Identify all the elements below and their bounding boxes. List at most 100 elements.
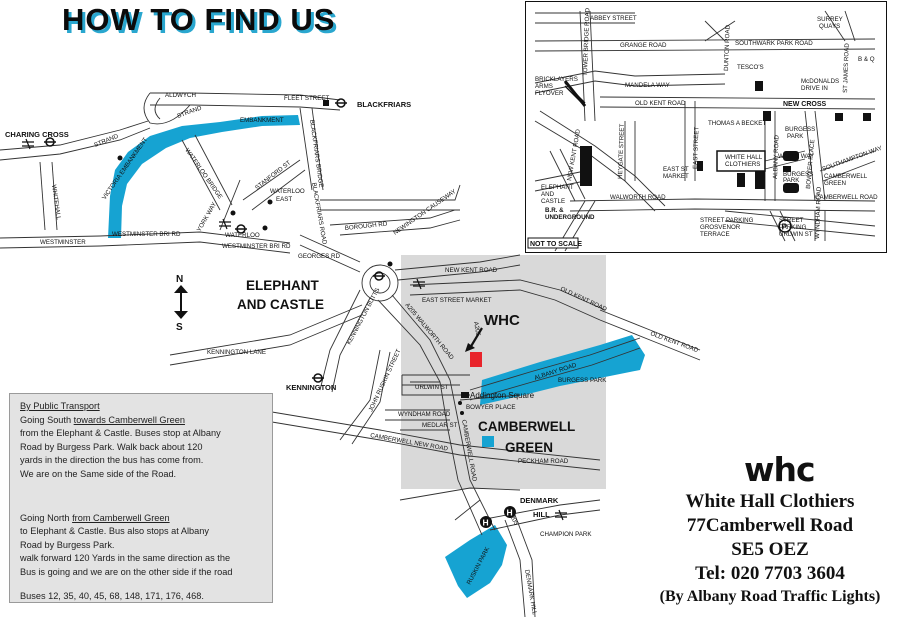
road-kennington-lane: KENNINGTON LANE xyxy=(207,349,266,356)
svg-text:PARK: PARK xyxy=(787,133,804,140)
road-embankment: EMBANKMENT xyxy=(240,117,284,124)
road-denmark-hill: DENMARK HILL xyxy=(523,569,538,616)
directions-panel: By Public Transport Going South towards … xyxy=(9,393,273,603)
addington-marker xyxy=(461,392,469,398)
not-to-scale: NOT TO SCALE xyxy=(530,241,582,248)
road-wyndham: WYNDHAM ROAD xyxy=(398,411,451,418)
svg-text:BURGESS: BURGESS xyxy=(785,126,815,133)
north-line-3: Road by Burgess Park. xyxy=(20,539,115,550)
svg-text:H: H xyxy=(483,518,489,528)
south-line-5: We are on the Same side of the Road. xyxy=(20,468,177,479)
south-line-3: Road by Burgess Park. Walk back about 12… xyxy=(20,441,203,452)
road-westminster-bri-1: WESTMINSTER BRI RD xyxy=(112,231,181,238)
svg-text:McDONALDS: McDONALDS xyxy=(801,78,839,85)
road-medlar: MEDLAR ST xyxy=(422,422,458,429)
road-new-kent: NEW KENT ROAD xyxy=(445,267,498,274)
svg-text:OLD KENT ROAD: OLD KENT ROAD xyxy=(635,100,686,107)
whc-marker xyxy=(470,352,482,367)
road-stanford-st: STANFORD ST xyxy=(254,159,293,191)
svg-text:WHITE HALL: WHITE HALL xyxy=(725,154,763,161)
svg-text:WALWORTH ROAD: WALWORTH ROAD xyxy=(610,194,666,201)
road-bowyer: BOWYER PLACE xyxy=(466,404,516,411)
road-addington: Addington Square xyxy=(470,391,535,400)
svg-text:TOWER BRIDGE ROAD: TOWER BRIDGE ROAD xyxy=(582,7,591,76)
road-westminster-bri-2: WESTMINSTER BRI RD xyxy=(222,243,291,250)
svg-text:GROSVENOR: GROSVENOR xyxy=(700,224,741,231)
svg-text:DRIVE IN: DRIVE IN xyxy=(801,85,828,92)
svg-text:CLOTHIERS: CLOTHIERS xyxy=(725,161,760,168)
road-urlwin: URLWIN ST xyxy=(415,384,449,391)
svg-text:WYNDHAM ROAD: WYNDHAM ROAD xyxy=(814,186,823,239)
svg-text:N: N xyxy=(176,274,183,285)
road-john-ruskin: JOHN RUSKIN STREET xyxy=(367,348,402,413)
station-denmark-2: HILL xyxy=(533,510,550,519)
road-champion-park: CHAMPION PARK xyxy=(540,531,592,538)
svg-text:URLWIN ST: URLWIN ST xyxy=(779,231,813,238)
road-york-way: YORK WAY xyxy=(196,201,218,233)
svg-text:ST JAMES ROAD: ST JAMES ROAD xyxy=(842,43,851,93)
road-waterloo-bridge: WATERLOO BRIDGE xyxy=(183,147,223,200)
north-line-5: Bus is going and we are on the other sid… xyxy=(20,566,233,577)
camberwell-label-2: GREEN xyxy=(505,440,553,455)
svg-text:GRANGE ROAD: GRANGE ROAD xyxy=(620,42,667,49)
ruskin-park xyxy=(445,525,507,598)
station-waterloo: WATERLOO xyxy=(225,232,260,239)
road-east-street-market: EAST STREET MARKET xyxy=(422,297,492,304)
svg-text:ARMS: ARMS xyxy=(535,83,553,90)
svg-text:QUAYS: QUAYS xyxy=(819,23,840,30)
svg-text:AND: AND xyxy=(541,191,555,198)
svg-text:EAST STREET: EAST STREET xyxy=(692,126,700,169)
road-a205-walworth: A205 xyxy=(472,321,482,337)
location-note: (By Albany Road Traffic Lights) xyxy=(659,588,881,605)
north-line-4: walk forward 120 Yards in the same direc… xyxy=(20,553,231,564)
svg-text:STREET: STREET xyxy=(779,217,804,224)
camberwell-label-1: CAMBERWELL xyxy=(478,419,575,434)
svg-text:BOWYER PLACE: BOWYER PLACE xyxy=(805,139,816,189)
svg-text:MANDELA WAY: MANDELA WAY xyxy=(625,82,670,89)
road-westminster: WESTMINSTER xyxy=(40,239,86,246)
svg-text:PARK: PARK xyxy=(783,177,800,184)
page-title: HOW TO FIND US xyxy=(62,2,336,37)
public-transport-heading: By Public Transport xyxy=(20,401,100,411)
street-address: 77Camberwell Road xyxy=(686,515,854,536)
bus-list: Buses 12, 35, 40, 45, 68, 148, 171, 176,… xyxy=(20,590,204,601)
svg-text:BURGESS: BURGESS xyxy=(783,171,813,178)
elephant-label-1: ELEPHANT xyxy=(246,278,320,293)
compass: N S xyxy=(174,274,188,333)
svg-text:DUNTON ROAD: DUNTON ROAD xyxy=(723,24,732,71)
svg-text:B.R. &: B.R. & xyxy=(545,207,564,214)
station-denmark-1: DENMARK xyxy=(520,496,559,505)
station-blackfriars: BLACKFRIARS xyxy=(357,100,411,109)
svg-text:UNDERGROUND: UNDERGROUND xyxy=(545,214,595,221)
arrow-icon xyxy=(469,327,483,349)
address-block: White Hall Clothiers 77Camberwell Road S… xyxy=(650,490,890,608)
telephone: Tel: 020 7703 3604 xyxy=(695,563,845,584)
svg-text:NEW CROSS: NEW CROSS xyxy=(783,101,827,108)
road-strand-1: STRAND xyxy=(176,104,203,119)
whc-label: WHC xyxy=(484,312,520,329)
station-charing-cross: CHARING CROSS xyxy=(5,130,69,139)
road-burgess-park: BURGESS PARK xyxy=(558,377,607,384)
burgess-park xyxy=(480,335,645,405)
road-peckham: PECKHAM ROAD xyxy=(518,458,569,465)
svg-text:ALBANY ROAD: ALBANY ROAD xyxy=(772,134,781,179)
south-line-1: Going South towards Camberwell Green xyxy=(20,414,185,425)
svg-text:H: H xyxy=(507,508,513,518)
svg-text:PARKING: PARKING xyxy=(779,224,807,231)
road-borough-rd: BOROUGH RD xyxy=(344,221,388,232)
svg-text:CAMBERWELL ROAD: CAMBERWELL ROAD xyxy=(815,194,878,201)
svg-text:CAMBERWELL: CAMBERWELL xyxy=(824,173,868,180)
svg-text:WELLS WAY: WELLS WAY xyxy=(778,153,814,160)
camberwell-green xyxy=(482,436,494,447)
road-georges-rd: GEORGES RD xyxy=(298,253,340,260)
road-whitehall: WHITEHALL xyxy=(50,184,62,221)
elephant-label-2: AND CASTLE xyxy=(237,297,324,312)
svg-text:TERRACE: TERRACE xyxy=(700,231,730,238)
svg-text:P: P xyxy=(782,222,788,232)
north-line-2: to Elephant & Castle. Bus also stops at … xyxy=(20,526,209,537)
svg-text:HEYGATE STREET: HEYGATE STREET xyxy=(617,123,626,179)
postcode: SE5 OEZ xyxy=(731,539,809,560)
inset-map: P NOT TO SCALE ABBEY STREET SURREY QUAYS… xyxy=(525,1,887,253)
svg-text:FLYOVER: FLYOVER xyxy=(535,90,564,97)
